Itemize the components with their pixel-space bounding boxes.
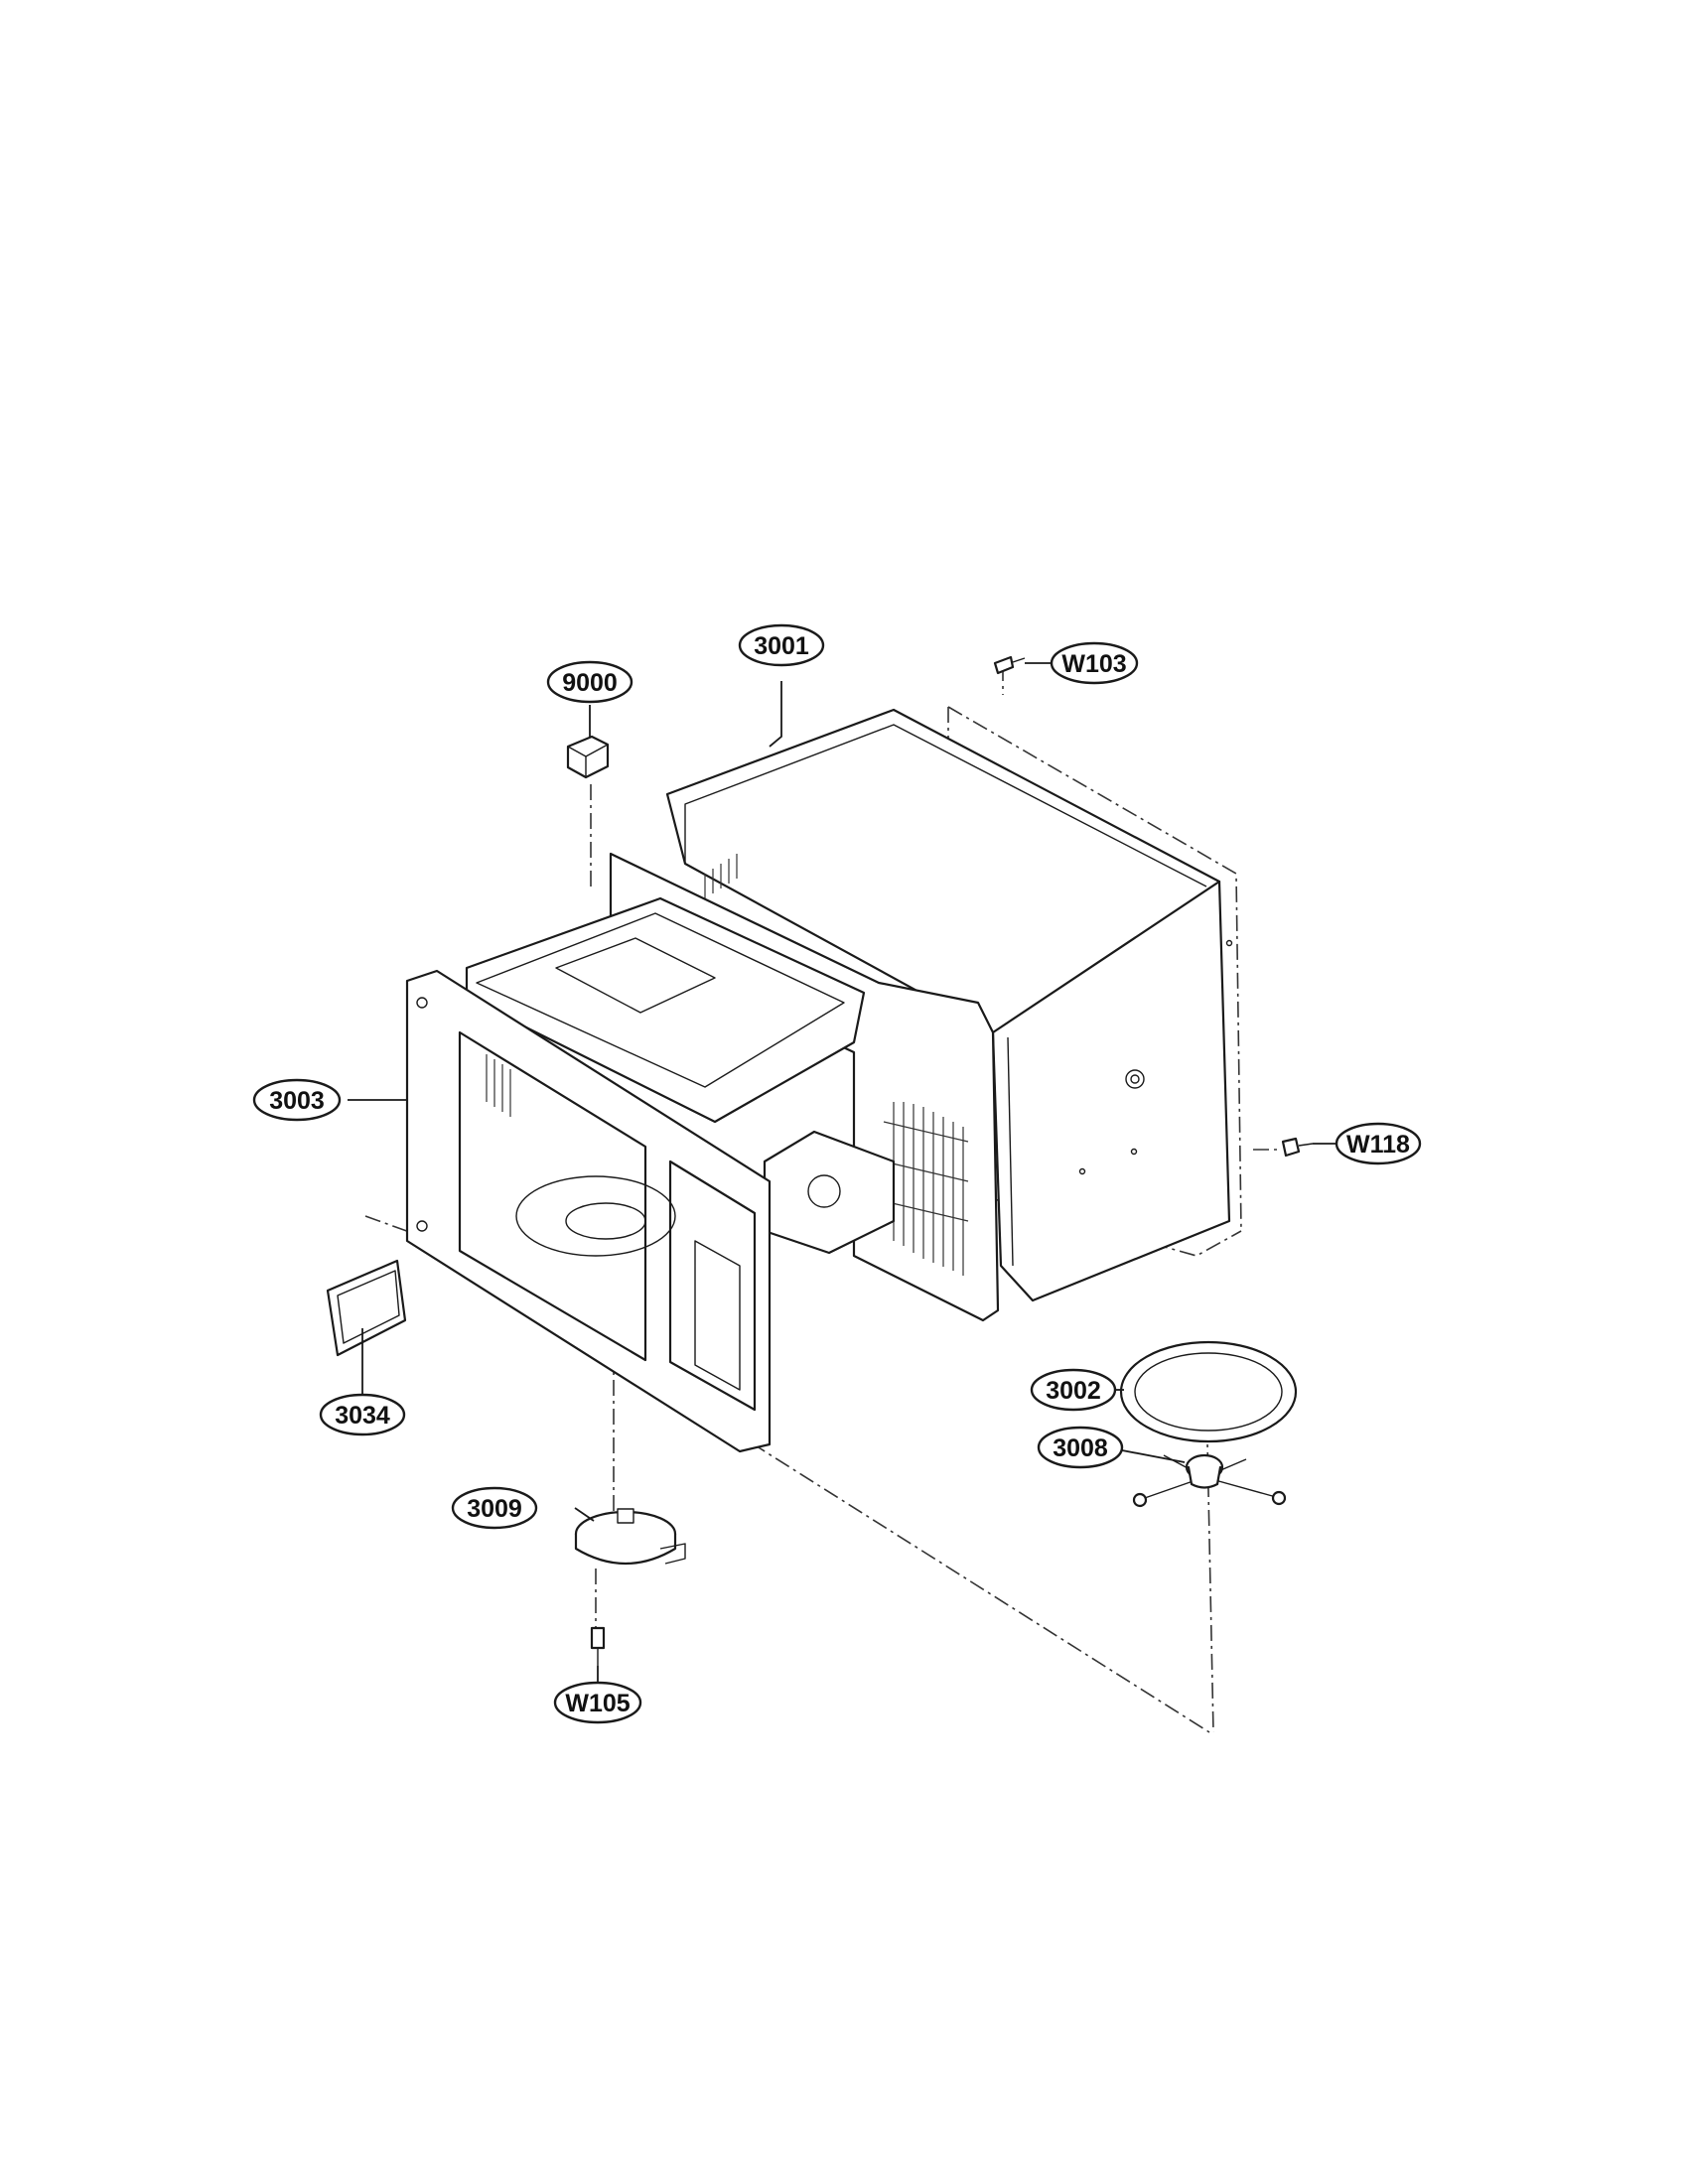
callout-w118-label: W118 — [1346, 1131, 1410, 1159]
waveguide-cover-3034 — [326, 1259, 407, 1357]
screw-w103-part — [993, 655, 1026, 675]
callout-3003-label: 3003 — [269, 1087, 325, 1115]
callout-3008-label: 3008 — [1053, 1434, 1108, 1462]
callout-9000-label: 9000 — [562, 669, 618, 697]
screw-w105-part — [590, 1626, 606, 1666]
callout-w103-label: W103 — [1061, 650, 1126, 678]
callout-3001-label: 3001 — [754, 632, 809, 660]
screw-w118-part — [1281, 1137, 1314, 1158]
connector-9000 — [566, 735, 610, 779]
callout-3001: 3001 — [738, 623, 825, 667]
callout-9000: 9000 — [546, 660, 633, 704]
callout-3034-label: 3034 — [335, 1402, 390, 1430]
callout-w118: W118 — [1335, 1122, 1422, 1165]
callout-3009: 3009 — [451, 1486, 538, 1530]
inner-cavity-assembly — [465, 852, 1000, 1322]
callout-w103: W103 — [1050, 641, 1139, 685]
callout-w105: W105 — [553, 1681, 642, 1724]
callout-3008: 3008 — [1037, 1426, 1124, 1469]
cavity-front-plate-3003 — [405, 969, 772, 1453]
turntable-motor-3009 — [574, 1508, 686, 1565]
callout-3009-label: 3009 — [467, 1495, 522, 1523]
callout-3002-label: 3002 — [1046, 1377, 1101, 1405]
leader-lines — [348, 662, 1337, 1683]
callout-3034: 3034 — [319, 1393, 406, 1436]
callout-3003: 3003 — [252, 1078, 342, 1122]
callout-3002: 3002 — [1030, 1368, 1117, 1412]
callout-w105-label: W105 — [565, 1690, 630, 1717]
roller-guide-3008 — [1132, 1453, 1287, 1508]
glass-tray-3002 — [1119, 1340, 1298, 1443]
